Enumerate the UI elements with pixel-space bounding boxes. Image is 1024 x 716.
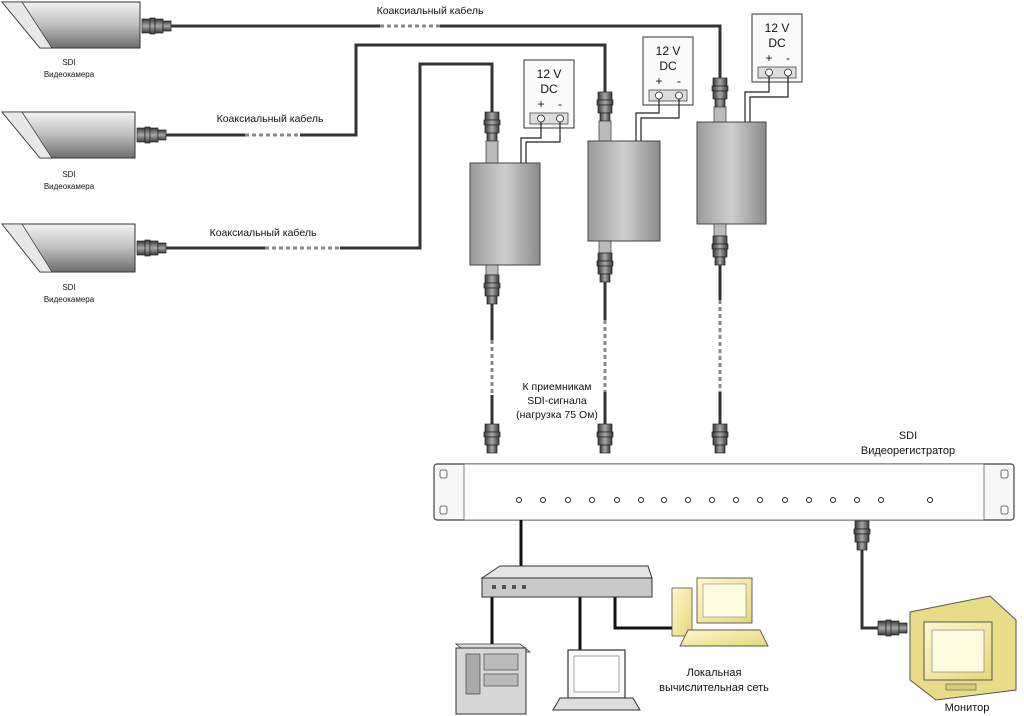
output-cable-3 (711, 265, 729, 454)
camera-1: SDI Видеокамера (0, 1, 172, 79)
receivers-note-2: SDI-сигнала (527, 395, 587, 407)
receivers-note-1: К приемникам (522, 381, 591, 393)
psu-3-type: DC (768, 36, 786, 50)
camera-2-label-1: SDI (62, 170, 75, 179)
output-cable-1 (483, 304, 501, 454)
camera-1-label-1: SDI (62, 58, 75, 67)
psu-1-type: DC (540, 82, 558, 96)
coax-cable-2 (166, 43, 607, 137)
camera-1-label-2: Видеокамера (44, 70, 95, 79)
cable-label-3: Коаксиальный кабель (210, 227, 317, 239)
transmitter-2 (587, 91, 661, 283)
network-label-1: Локальная (687, 667, 742, 679)
psu-1-minus: - (558, 97, 562, 111)
psu-1-plus: + (537, 97, 544, 111)
camera-3-label-1: SDI (62, 283, 75, 292)
dvr-label-2: Видеорегистратор (861, 445, 955, 457)
camera-2: SDI Видеокамера (0, 111, 167, 191)
psu-3: 12 V DC + - (744, 13, 803, 122)
psu-1-volt: 12 V (537, 67, 562, 81)
transmitter-3 (696, 77, 767, 266)
laptop-computer (552, 649, 641, 711)
transmitter-1 (469, 111, 541, 305)
camera-3-label-2: Видеокамера (44, 295, 95, 304)
monitor (909, 595, 1017, 701)
monitor-label: Монитор (945, 702, 990, 714)
psu-2-type: DC (659, 59, 677, 73)
dvr-indicator-leds (516, 497, 933, 503)
psu-3-volt: 12 V (765, 21, 790, 35)
psu-2: 12 V DC + - (635, 36, 694, 141)
coax-cable-1 (171, 24, 722, 78)
desktop-computer (671, 577, 769, 647)
cable-label-1: Коаксиальный кабель (377, 5, 484, 17)
psu-3-minus: - (786, 51, 790, 65)
output-cable-2 (596, 282, 614, 454)
network-label-2: вычислительная сеть (659, 682, 769, 694)
psu-1: 12 V DC + - (520, 59, 575, 163)
server-computer (454, 643, 532, 715)
psu-2-plus: + (655, 74, 662, 88)
dvr-label-1: SDI (899, 430, 917, 442)
dvr-unit (433, 463, 1015, 521)
psu-2-volt: 12 V (656, 44, 681, 58)
network-switch (480, 565, 653, 598)
camera-2-label-2: Видеокамера (44, 182, 95, 191)
cable-label-2: Коаксиальный кабель (217, 113, 324, 125)
monitor-cable (853, 520, 908, 637)
psu-3-plus: + (765, 51, 772, 65)
camera-3: SDI Видеокамера (0, 223, 167, 304)
receivers-note-3: (нагрузка 75 Ом) (516, 409, 598, 421)
psu-2-minus: - (677, 74, 681, 88)
coax-cable-3 (166, 62, 494, 250)
